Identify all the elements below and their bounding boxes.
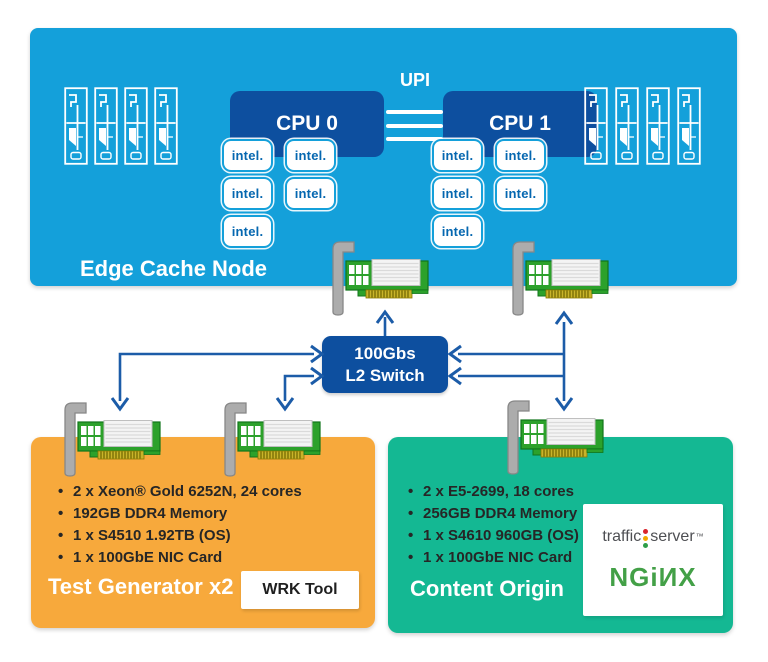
edge-cache-node-label: Edge Cache Node bbox=[80, 256, 268, 281]
wrk-tool-box: WRK Tool bbox=[241, 571, 359, 609]
intel-logo-badge: intel. bbox=[287, 141, 334, 170]
intel-logo-badge: intel. bbox=[287, 179, 334, 208]
test-generator-title: Test Generator x2 bbox=[48, 574, 234, 599]
intel-logo-badge: intel. bbox=[224, 179, 271, 208]
traffic-light-colon-icon bbox=[643, 528, 649, 548]
spec-item: 1 x 100GbE NIC Card bbox=[408, 547, 579, 569]
trademark-symbol: ™ bbox=[695, 531, 704, 541]
traffic-server-word-left: traffic bbox=[602, 527, 642, 545]
test-generator-specs: 2 x Xeon® Gold 6252N, 24 cores 192GB DDR… bbox=[58, 481, 302, 569]
arrow-left-near bbox=[275, 366, 325, 412]
content-origin-title: Content Origin bbox=[410, 576, 564, 601]
arrow-right-trunk bbox=[447, 310, 574, 412]
intel-logo-badge: intel. bbox=[224, 141, 271, 170]
intel-logo-badge: intel. bbox=[497, 179, 544, 208]
software-logo-panel: traffic server ™ NGiИX bbox=[583, 504, 723, 616]
edge-cache-node-box: CPU 0 CPU 1 UPI intel. intel. intel. int… bbox=[30, 28, 737, 286]
wrk-tool-label: WRK Tool bbox=[262, 581, 338, 598]
spec-item: 1 x S4610 960GB (OS) bbox=[408, 525, 579, 547]
spec-item: 1 x 100GbE NIC Card bbox=[58, 547, 302, 569]
upi-link-line bbox=[386, 110, 443, 114]
upi-link-line bbox=[386, 137, 443, 141]
nginx-logo: NGiИX bbox=[609, 561, 697, 592]
upi-label: UPI bbox=[399, 70, 430, 90]
content-origin-specs: 2 x E5-2699, 18 cores 256GB DDR4 Memory … bbox=[408, 481, 579, 569]
upi-link-line bbox=[386, 123, 443, 128]
traffic-server-word-right: server bbox=[650, 527, 695, 545]
traffic-server-logo: traffic server ™ bbox=[602, 527, 704, 548]
nic-card-icon bbox=[510, 236, 610, 316]
spec-item: 2 x Xeon® Gold 6252N, 24 cores bbox=[58, 481, 302, 503]
nic-card-icon bbox=[222, 397, 322, 477]
spec-item: 192GB DDR4 Memory bbox=[58, 503, 302, 525]
nic-card-icon bbox=[62, 397, 162, 477]
switch-speed-label: 100Gbs bbox=[354, 344, 416, 364]
intel-logo-badge: intel. bbox=[434, 179, 481, 208]
intel-logo-badge: intel. bbox=[224, 217, 271, 246]
l2-switch-box: 100Gbs L2 Switch bbox=[322, 336, 448, 393]
switch-name-label: L2 Switch bbox=[345, 365, 425, 385]
nic-card-icon bbox=[505, 395, 605, 475]
intel-logo-badge: intel. bbox=[434, 217, 481, 246]
spec-item: 2 x E5-2699, 18 cores bbox=[408, 481, 579, 503]
spec-item: 1 x S4510 1.92TB (OS) bbox=[58, 525, 302, 547]
intel-logo-badge: intel. bbox=[434, 141, 481, 170]
intel-logo-badge: intel. bbox=[497, 141, 544, 170]
arrow-switch-to-nic1 bbox=[375, 309, 395, 336]
arrow-left-far bbox=[110, 344, 325, 412]
nic-card-icon bbox=[330, 236, 430, 316]
spec-item: 256GB DDR4 Memory bbox=[408, 503, 579, 525]
